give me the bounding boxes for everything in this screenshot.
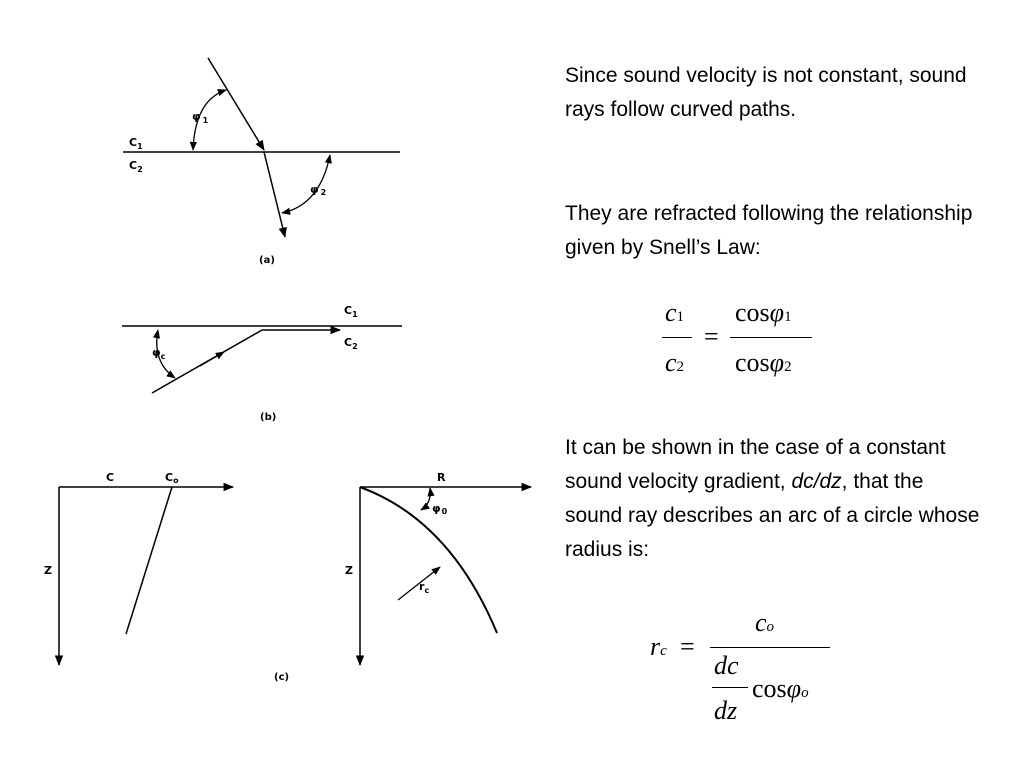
radius-den-cos: cos bbox=[752, 674, 787, 703]
label-phi0: φ0 bbox=[432, 502, 448, 516]
angle-arc-phic bbox=[152, 329, 176, 379]
label-phic: φc bbox=[152, 346, 166, 361]
snell-lhs-num-sub: 1 bbox=[676, 309, 685, 325]
paragraph-velocity-gradient: It can be shown in the case of a constan… bbox=[565, 431, 985, 567]
sound-velocity-line bbox=[125, 486, 173, 635]
angle-arc-phi1 bbox=[189, 89, 227, 151]
snell-rhs-fraction-bar bbox=[730, 337, 812, 338]
radius-den-phi: φ bbox=[786, 674, 802, 703]
radius-equals: = bbox=[680, 632, 695, 661]
figure-b-label: (b) bbox=[260, 412, 276, 423]
snell-lhs-den: c bbox=[665, 348, 677, 377]
label-c1-a: C1 bbox=[129, 136, 143, 151]
snell-lhs-fraction-bar bbox=[662, 337, 692, 338]
label-co: Co bbox=[165, 471, 179, 485]
snell-rhs-den-cos: cos bbox=[735, 348, 770, 377]
label-c2-b: C2 bbox=[344, 336, 358, 351]
figure-c-right: R Z φ0 rc (c) bbox=[274, 471, 533, 683]
snell-equals: = bbox=[704, 322, 719, 351]
label-r: R bbox=[437, 471, 446, 484]
angle-arc-phi0 bbox=[420, 487, 435, 511]
snell-rhs-num-sub: 1 bbox=[784, 309, 792, 325]
radius-den-dc: dc bbox=[714, 651, 739, 680]
radius-main-fraction-bar bbox=[710, 647, 830, 648]
label-rc: rc bbox=[419, 580, 429, 595]
snell-rhs-den-phi: φ bbox=[769, 348, 785, 377]
incident-ray-a bbox=[207, 57, 265, 151]
figure-b: C1 C2 φc (b) bbox=[122, 304, 402, 423]
ray-direction-arrow-b bbox=[199, 351, 225, 367]
label-z-left: Z bbox=[44, 564, 52, 577]
radius-arrow bbox=[397, 566, 441, 601]
label-c2-a: C2 bbox=[129, 159, 143, 174]
ray-arc bbox=[359, 486, 498, 634]
angle-arc-phi2 bbox=[281, 154, 332, 215]
paragraph-curved-paths: Since sound velocity is not constant, so… bbox=[565, 64, 967, 121]
label-c-left: C bbox=[106, 471, 114, 484]
paragraph-gradient-intro: It can be shown in the case of a constan… bbox=[565, 436, 946, 493]
figure-c-left: C Co Z bbox=[44, 471, 235, 667]
paragraph-gradient-conclusion: , that the sound ray describes an arc of… bbox=[565, 470, 980, 561]
figure-a-label: (a) bbox=[259, 255, 275, 266]
snell-rhs-num-cos: cos bbox=[735, 298, 770, 327]
radius-num-sub: o bbox=[766, 619, 775, 635]
radius-den-sub: o bbox=[801, 685, 809, 701]
label-z-right: Z bbox=[345, 564, 353, 577]
snell-lhs-num: c bbox=[665, 298, 677, 327]
paragraph-snells-law: They are refracted following the relatio… bbox=[565, 202, 973, 259]
label-c1-b: C1 bbox=[344, 304, 358, 319]
radius-num: c bbox=[755, 608, 767, 637]
radius-lhs-sub: c bbox=[660, 643, 667, 659]
gradient-symbol: dc/dz bbox=[791, 470, 842, 493]
figure-c-label: (c) bbox=[274, 672, 289, 683]
radius-inner-fraction-bar bbox=[712, 687, 748, 688]
snell-rhs-num-phi: φ bbox=[769, 298, 785, 327]
snell-lhs-den-sub: 2 bbox=[676, 359, 685, 375]
refracted-ray-a bbox=[263, 151, 287, 239]
radius-lhs: r bbox=[650, 632, 661, 661]
snell-rhs-den-sub: 2 bbox=[784, 359, 792, 375]
radius-den-dz: dz bbox=[714, 696, 738, 725]
